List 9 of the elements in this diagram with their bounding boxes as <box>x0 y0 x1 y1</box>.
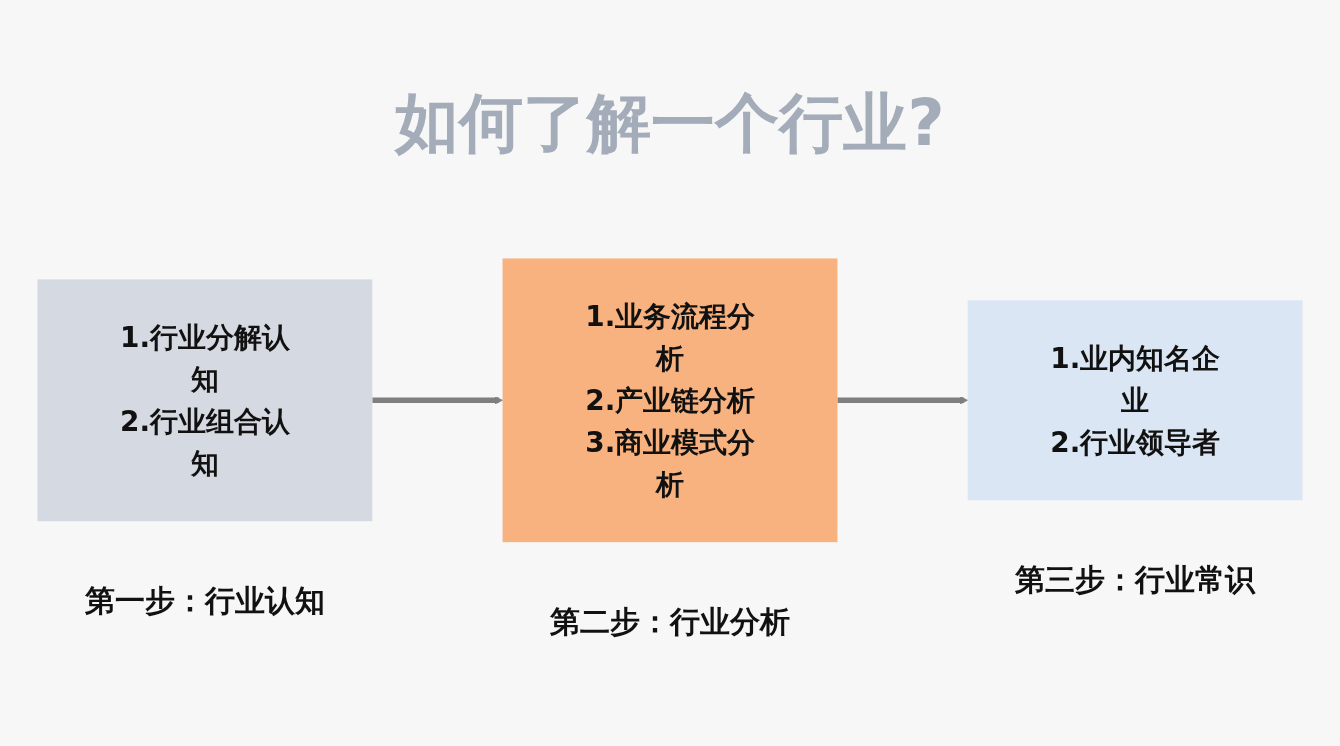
title: 如何了解一个行业? <box>393 85 946 162</box>
arrow <box>372 395 503 405</box>
step-caption: 第三步：行业常识 <box>1015 561 1256 599</box>
node-box: 1.业内知名企业 2.行业领导者 <box>967 300 1303 500</box>
node-box: 1.业务流程分析 2.产业链分析 3.商业模式分析 <box>502 258 838 542</box>
step-caption: 第二步：行业分析 <box>550 602 790 641</box>
step-caption: 第一步：行业认知 <box>84 581 325 620</box>
arrow <box>837 395 969 405</box>
node-box: 1.行业分解认知 2.行业组合认知 <box>37 279 373 521</box>
